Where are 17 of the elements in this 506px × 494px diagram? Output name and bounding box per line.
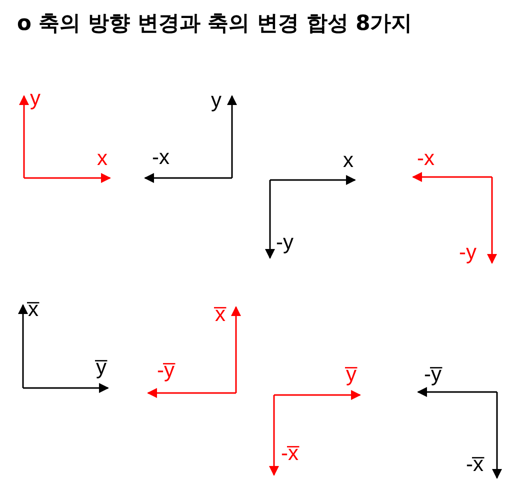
- axis-label: -x̅: [281, 443, 298, 465]
- axis-label: -y: [276, 232, 294, 254]
- axis-label: -y: [459, 242, 476, 264]
- axis-label: x̅: [28, 299, 38, 321]
- title: o 축의 방향 변경과 축의 변경 합성 8가지: [17, 10, 412, 37]
- axis-label: y̅: [96, 357, 106, 379]
- axis-label: y: [211, 90, 222, 112]
- axis-label: x: [343, 150, 354, 172]
- axis-label: -x̅: [466, 454, 484, 476]
- axis-label: y: [30, 88, 40, 110]
- axis-label: -y̅: [424, 364, 442, 386]
- axis-label: x: [97, 148, 108, 170]
- axis-label: -x: [152, 147, 170, 169]
- axis-label: -x: [417, 148, 434, 170]
- axis-label: y̅: [346, 364, 356, 386]
- axis-label: x̅: [215, 304, 226, 326]
- axis-label: -y̅: [157, 360, 174, 382]
